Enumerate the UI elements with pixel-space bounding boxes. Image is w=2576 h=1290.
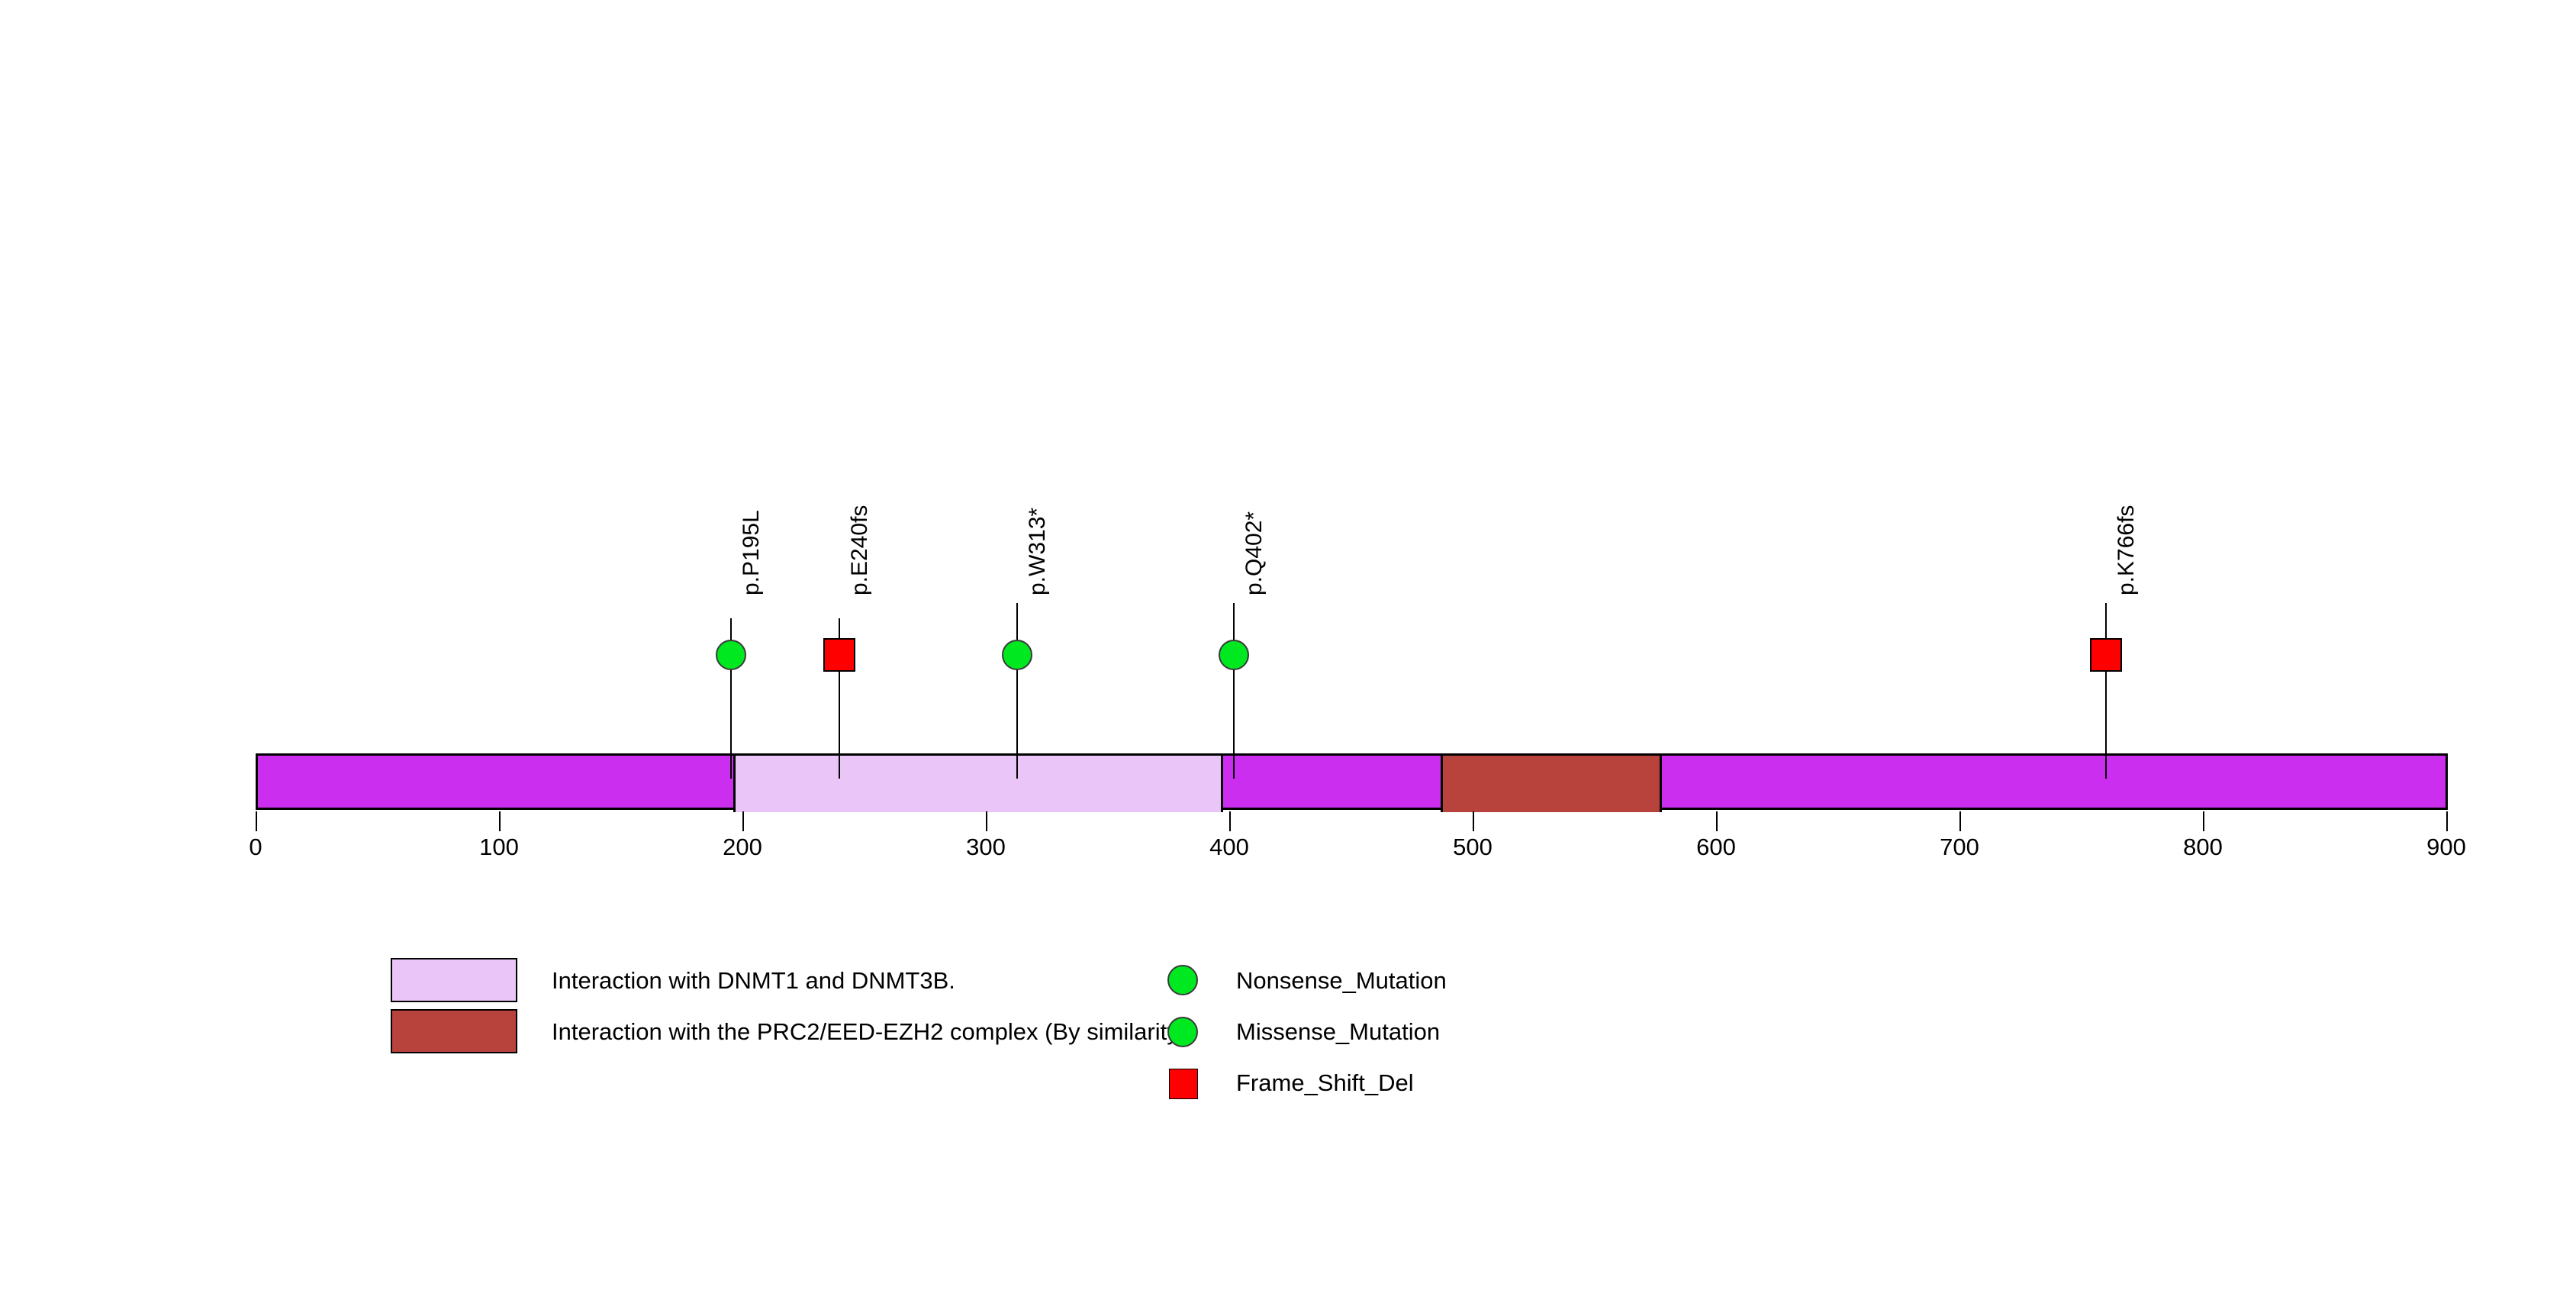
legend-marker-missense bbox=[1167, 1017, 1198, 1047]
lollipop-stem-q402 bbox=[1233, 603, 1235, 779]
axis-label-300: 300 bbox=[966, 834, 1006, 860]
protein-backbone bbox=[256, 753, 2448, 812]
axis-label-400: 400 bbox=[1209, 834, 1249, 860]
axis-tick-400 bbox=[1229, 811, 1231, 831]
legend-label-dnmt: Interaction with DNMT1 and DNMT3B. bbox=[552, 967, 955, 994]
lollipop-stem-e240fs bbox=[839, 618, 840, 779]
lollipop-stem-k766fs bbox=[2105, 603, 2107, 779]
lollipop-marker-e240fs[interactable] bbox=[823, 638, 855, 672]
legend-marker-frameshift bbox=[1169, 1069, 1198, 1099]
axis-label-600: 600 bbox=[1696, 834, 1736, 860]
lollipop-stem-w313 bbox=[1016, 603, 1018, 779]
axis-tick-300 bbox=[986, 811, 987, 831]
axis-tick-0 bbox=[256, 811, 257, 831]
axis-label-100: 100 bbox=[479, 834, 519, 860]
axis-label-900: 900 bbox=[2426, 834, 2466, 860]
legend-swatch-dnmt bbox=[391, 958, 517, 1002]
lollipop-marker-k766fs[interactable] bbox=[2090, 638, 2122, 672]
legend-marker-nonsense bbox=[1167, 965, 1198, 995]
axis-label-200: 200 bbox=[723, 834, 762, 860]
lollipop-label-p195l: p.P195L bbox=[739, 510, 764, 595]
legend-swatch-prc2 bbox=[391, 1009, 517, 1053]
legend-label-nonsense: Nonsense_Mutation bbox=[1236, 967, 1447, 994]
domain-prc2-eed-ezh2[interactable] bbox=[1441, 756, 1662, 812]
legend-label-missense: Missense_Mutation bbox=[1236, 1018, 1441, 1045]
axis-tick-100 bbox=[499, 811, 501, 831]
lollipop-marker-w313[interactable] bbox=[1002, 640, 1032, 670]
lollipop-label-q402: p.Q402* bbox=[1241, 511, 1267, 595]
axis-tick-700 bbox=[1959, 811, 1961, 831]
axis-tick-800 bbox=[2203, 811, 2204, 831]
lollipop-label-e240fs: p.E240fs bbox=[847, 505, 872, 595]
lollipop-stem-p195l bbox=[730, 618, 732, 779]
lollipop-label-w313: p.W313* bbox=[1025, 507, 1050, 595]
axis-label-500: 500 bbox=[1453, 834, 1492, 860]
axis-tick-600 bbox=[1716, 811, 1718, 831]
axis-label-0: 0 bbox=[249, 834, 262, 860]
legend-label-frameshift: Frame_Shift_Del bbox=[1236, 1069, 1414, 1096]
axis-tick-500 bbox=[1473, 811, 1474, 831]
legend-label-prc2: Interaction with the PRC2/EED-EZH2 compl… bbox=[552, 1018, 1193, 1045]
axis-label-700: 700 bbox=[1940, 834, 1979, 860]
lollipop-marker-p195l[interactable] bbox=[716, 640, 746, 670]
axis-tick-200 bbox=[742, 811, 744, 831]
axis-tick-900 bbox=[2446, 811, 2448, 831]
domain-dnmt1-dnmt3b[interactable] bbox=[733, 756, 1223, 812]
axis-label-800: 800 bbox=[2183, 834, 2223, 860]
lollipop-marker-q402[interactable] bbox=[1219, 640, 1249, 670]
lollipop-label-k766fs: p.K766fs bbox=[2114, 505, 2139, 595]
